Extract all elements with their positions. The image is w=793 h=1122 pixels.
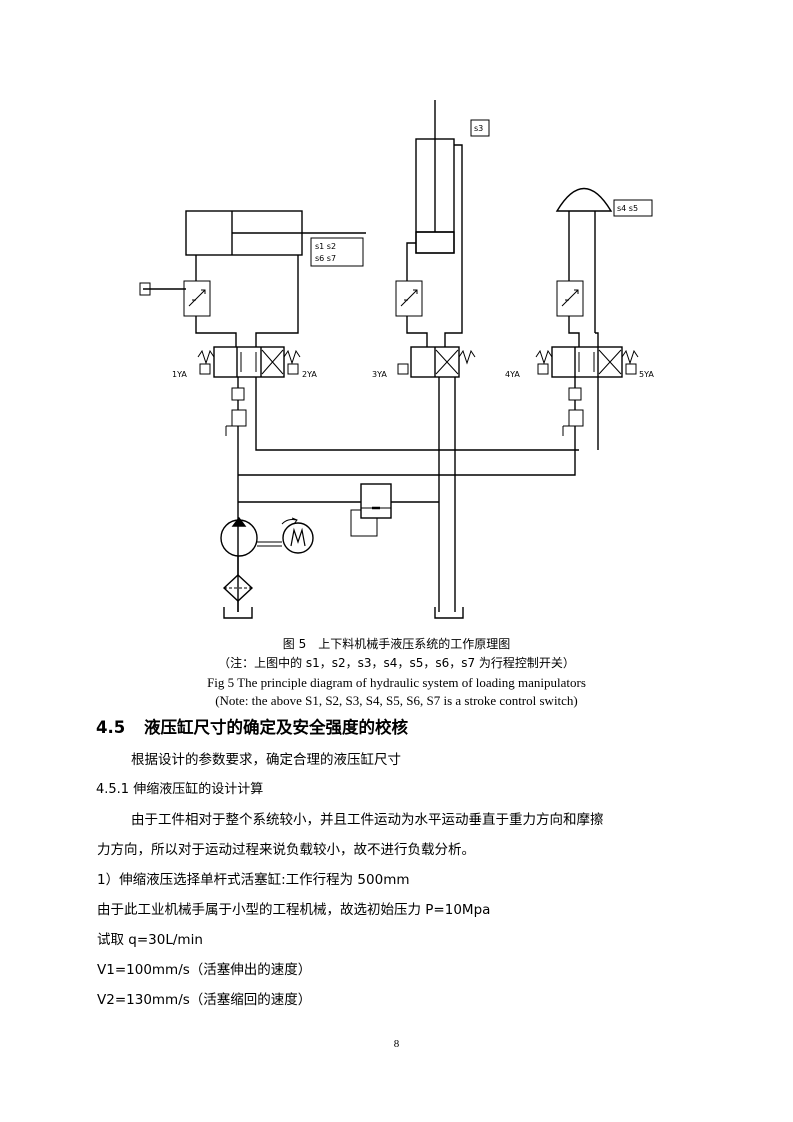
list-item-2: 由于此工业机械手属于小型的工程机械，故选初始压力 P=10Mpa (97, 902, 491, 918)
directional-valve-right (535, 346, 639, 378)
throttle-check-valve-right (556, 280, 584, 317)
list-item-1: 1）伸缩液压选择单杆式活塞缸:工作行程为 500mm (97, 872, 410, 888)
cylinder-left (185, 210, 366, 256)
throttle-check-valve-left (183, 280, 211, 317)
cylinder-vertical (415, 100, 455, 254)
section-title: 液压缸尺寸的确定及安全强度的校核 (144, 718, 408, 737)
paragraph-line-1: 由于工件相对于整个系统较小，并且工件运动为水平运动垂直于重力方向和摩擦 (131, 812, 604, 828)
list-item-4: V1=100mm/s（活塞伸出的速度） (97, 962, 312, 978)
pressure-gauge-left (139, 282, 186, 296)
label-s1-s2: s1 s2 (315, 242, 336, 251)
switch-box-s3 (470, 119, 490, 137)
switch-box-s1-s2-s6-s7 (310, 237, 364, 267)
label-3ya: 3YA (372, 370, 387, 379)
list-item-3: 试取 q=30L/min (97, 932, 203, 948)
label-2ya: 2YA (302, 370, 317, 379)
subsection-heading: 4.5.1 伸缩液压缸的设计计算 (96, 782, 264, 797)
directional-valve-middle (397, 346, 476, 378)
relief-valve-right (562, 409, 584, 436)
label-s4-s5: s4 s5 (617, 204, 638, 213)
electric-motor (281, 517, 314, 554)
pressure-valve-main (350, 483, 392, 537)
gripper-cylinder (555, 187, 613, 333)
list-item-5: V2=130mm/s（活塞缩回的速度） (97, 992, 312, 1008)
label-1ya: 1YA (172, 370, 187, 379)
label-s3: s3 (474, 124, 483, 133)
pump (220, 516, 282, 557)
figure-note-en: (Note: the above S1, S2, S3, S4, S5, S6,… (215, 693, 578, 708)
section-heading: 4.5 液压缸尺寸的确定及安全强度的校核 (96, 714, 408, 738)
section-number: 4.5 (96, 718, 126, 737)
label-s6-s7: s6 s7 (315, 254, 336, 263)
paragraph-line-2: 力方向，所以对于运动过程来说负载较小，故不进行负载分析。 (97, 842, 475, 858)
section-intro: 根据设计的参数要求，确定合理的液压缸尺寸 (131, 752, 401, 768)
throttle-check-valve-middle (395, 280, 423, 317)
label-5ya: 5YA (639, 370, 654, 379)
figure-note-cn: （注：上图中的 s1，s2，s3，s4，s5，s6，s7 为行程控制开关） (218, 656, 575, 670)
tank-left (223, 607, 253, 619)
figure-caption-cn: 图 5 上下料机械手液压系统的工作原理图 (282, 637, 511, 651)
switch-box-s4-s5 (613, 199, 653, 217)
tank-middle (434, 607, 464, 619)
directional-valve-left (197, 346, 301, 378)
page-number: 8 (393, 1038, 400, 1050)
figure-caption-en: Fig 5 The principle diagram of hydraulic… (207, 675, 586, 690)
relief-valve-left (225, 409, 247, 436)
hydraulic-schematic: s3 s4 s5 s1 s2 s6 s7 1YA 2YA 3YA 4YA 5YA (139, 100, 654, 619)
label-4ya: 4YA (505, 370, 520, 379)
